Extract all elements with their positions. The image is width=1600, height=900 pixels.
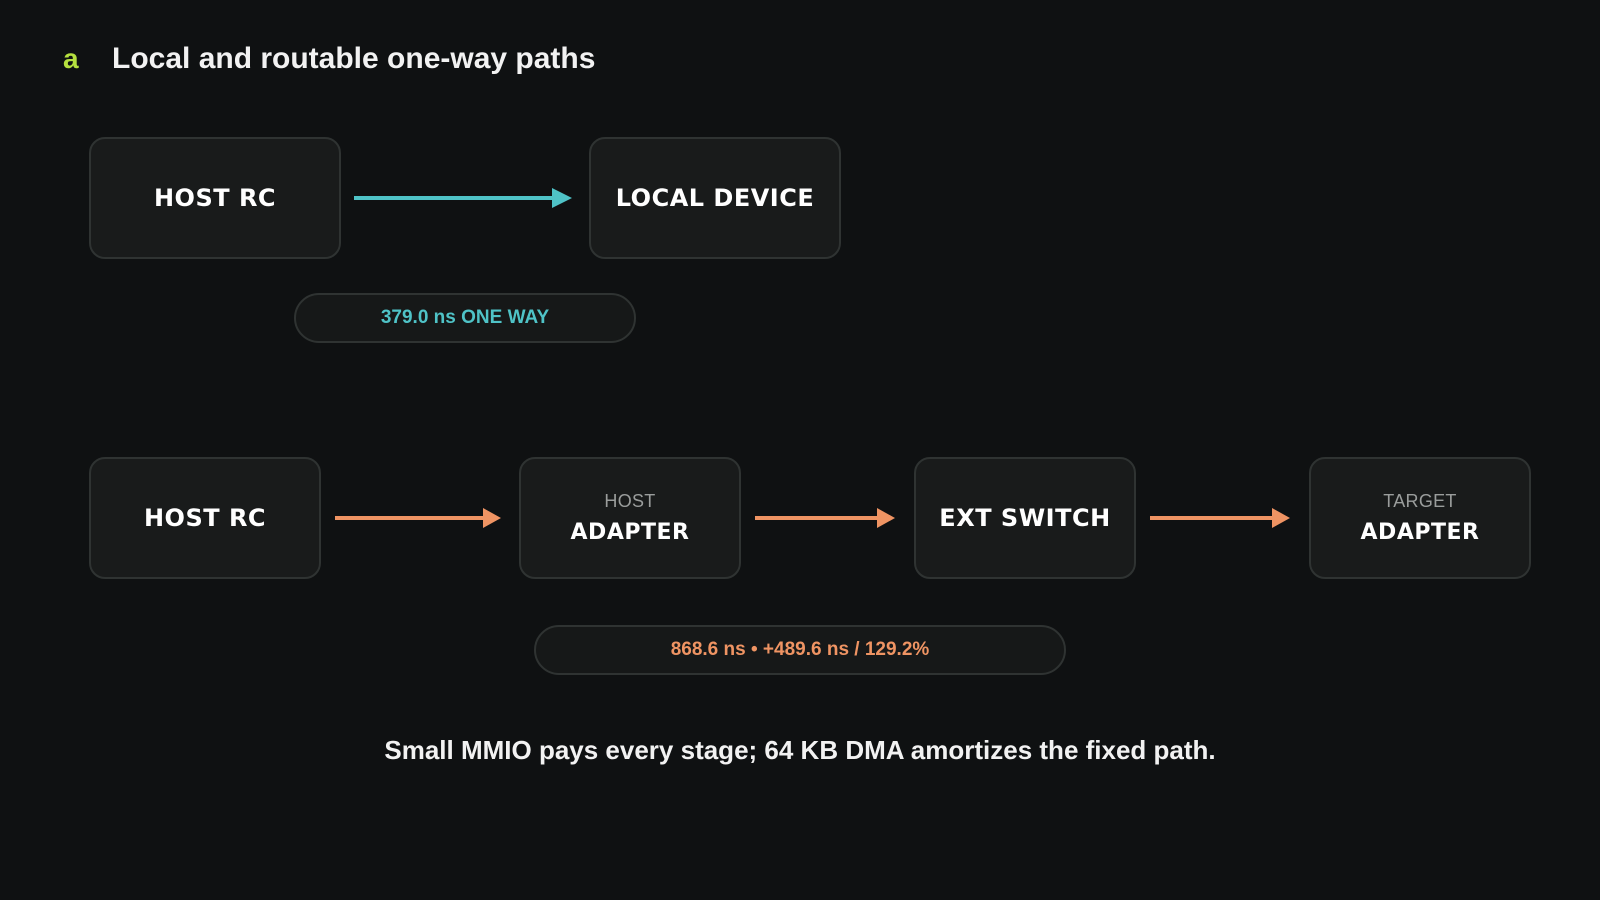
- panel-title: Local and routable one-way paths: [112, 42, 596, 75]
- node-label: HOST RC: [153, 184, 277, 212]
- caption: Small MMIO pays every stage; 64 KB DMA a…: [384, 735, 1216, 765]
- node-host-adapter: HOST ADAPTER: [519, 457, 741, 579]
- node-label: LOCAL DEVICE: [615, 184, 815, 212]
- node-label: ADAPTER: [570, 520, 690, 545]
- node-label: EXT SWITCH: [939, 504, 1111, 532]
- panel-letter: a: [63, 43, 79, 74]
- node-sublabel: HOST: [604, 491, 656, 511]
- arrow-routed-switch-to-target-adapter: [1150, 508, 1290, 528]
- arrow-routed-host-to-host-adapter: [335, 508, 501, 528]
- routed-latency-badge: 868.6 ns • +489.6 ns / 129.2%: [534, 625, 1066, 675]
- node-target-adapter: TARGET ADAPTER: [1309, 457, 1531, 579]
- node-host-rc-local: HOST RC: [89, 137, 341, 259]
- arrow-routed-host-adapter-to-switch: [755, 508, 895, 528]
- node-label: HOST RC: [143, 504, 267, 532]
- node-ext-switch: EXT SWITCH: [914, 457, 1136, 579]
- arrow-local-host-to-device: [354, 188, 572, 208]
- node-label: ADAPTER: [1360, 520, 1480, 545]
- node-local-device: LOCAL DEVICE: [589, 137, 841, 259]
- local-latency-badge: 379.0 ns ONE WAY: [294, 293, 636, 343]
- node-sublabel: TARGET: [1383, 491, 1457, 511]
- node-host-rc-routed: HOST RC: [89, 457, 321, 579]
